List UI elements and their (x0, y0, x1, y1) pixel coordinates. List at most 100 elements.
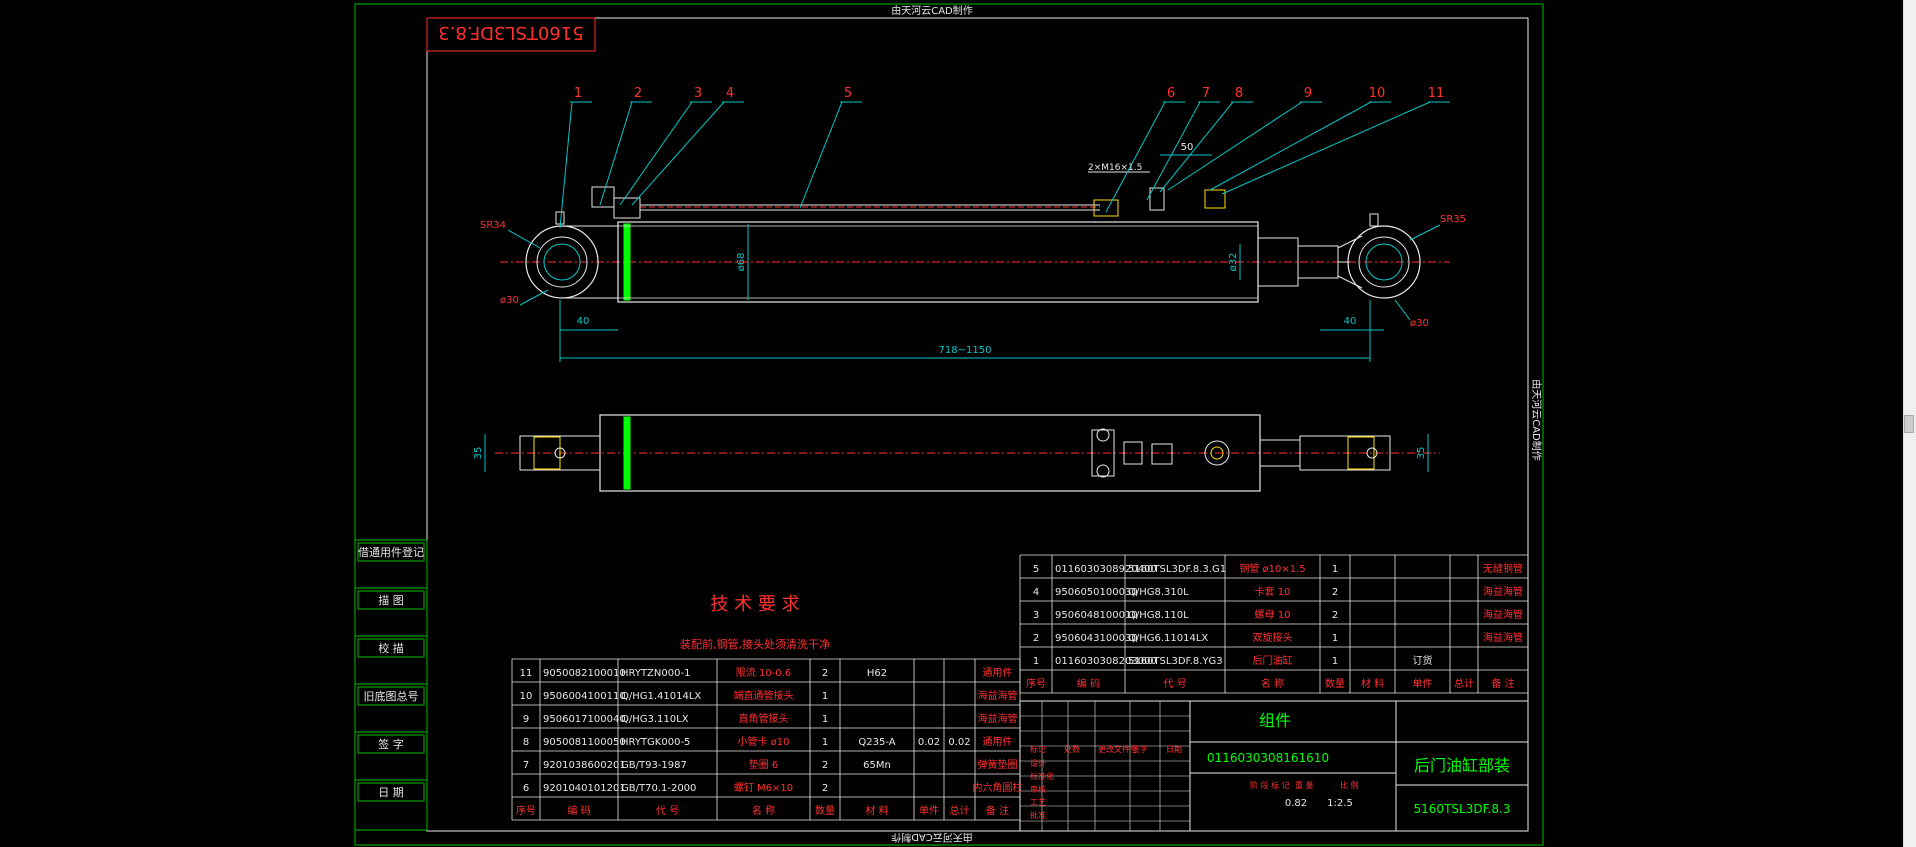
left-tab-box (357, 638, 425, 658)
title-label-11: 重 量 (1295, 780, 1314, 790)
bom-cell: 5 (1033, 564, 1039, 575)
dim-rod: ø32 (1228, 253, 1239, 272)
left-tab-box (357, 734, 425, 754)
bom-cell: 9506043100030 (1055, 633, 1138, 644)
title-type: 组件 (1259, 711, 1291, 730)
bom-header: 序号 (1026, 677, 1046, 690)
callout-leader (619, 101, 693, 206)
title-drawing-no: 5160TSL3DF.8.3 (1414, 802, 1511, 816)
callout-leader (1105, 101, 1166, 213)
bom-cell: Q/HG8.110L (1128, 610, 1189, 621)
bom-cell: 螺钉 M6×10 (734, 782, 793, 794)
bom-cell: 10 (520, 691, 533, 702)
callout-8: 8 (1235, 86, 1243, 101)
bom-cell: 0.02 (918, 737, 940, 748)
title-code: 0116030308161610 (1207, 751, 1329, 765)
left-tab-1: 描 图 (378, 593, 404, 607)
bom-cell: 海益海管 (1483, 631, 1523, 644)
bom-cell: 9201038600201 (543, 760, 626, 771)
bom-cell: 海益海管 (978, 689, 1018, 702)
callout-3: 3 (694, 86, 702, 101)
grease-nipple (555, 211, 565, 225)
watermark-bottom: 由天河云CAD制作 (891, 831, 973, 844)
bottom-left-pin (554, 447, 566, 459)
bom-header: 编 码 (1077, 677, 1100, 690)
bom-cell: 无缝钢管 (1483, 562, 1523, 575)
outer-frame (354, 3, 1544, 846)
title-label-5: 设计 (1030, 758, 1046, 768)
bom-cell: 1 (822, 691, 828, 702)
title-label-3: 签字 (1132, 744, 1148, 754)
bom-header: 单件 (919, 805, 939, 817)
left-tab-box (357, 542, 425, 562)
drawing-geometry (354, 3, 1544, 846)
bom-cell: 小管卡 ø10 (737, 735, 789, 748)
drawing-code-box (426, 17, 596, 52)
bottom-right-pin (1366, 447, 1378, 459)
callout-9: 9 (1304, 86, 1312, 101)
title-label-0: 标记 (1030, 744, 1046, 754)
bom-cell: 9201040101201 (543, 783, 626, 794)
dim-40-left: 40 (577, 316, 590, 327)
bottom-fitting (1151, 443, 1173, 465)
line (1337, 235, 1363, 249)
dim-sr34: SR34 (480, 220, 506, 231)
bom-cell: 2 (1332, 587, 1338, 598)
inner-frame (426, 17, 1529, 832)
bom-cell: 1 (822, 737, 828, 748)
bom-header: 单件 (1413, 678, 1433, 690)
dim-sr35: SR35 (1440, 214, 1466, 225)
right-eye-inner (1358, 236, 1410, 288)
bom-cell: 卡套 10 (1255, 585, 1291, 598)
bom-cell: 海益海管 (978, 712, 1018, 725)
tech-title: 技 术 要 求 (710, 594, 799, 615)
fitting-left-nut (613, 197, 641, 219)
bom-cell: 9050082100010 (543, 668, 626, 679)
callout-leader (631, 101, 725, 206)
callout-leader (599, 101, 633, 206)
title-label-10: 阶 段 标 记 (1250, 780, 1290, 790)
bom-cell: Q/HG1.41014LX (621, 691, 701, 702)
title-block (1019, 700, 1529, 832)
callout-6: 6 (1167, 86, 1175, 101)
bom-cell: 2 (822, 783, 828, 794)
callout-7: 7 (1202, 86, 1210, 101)
bom-cell: 0116030308203000 (1055, 656, 1157, 667)
bom-cell: 5160TSL3DF.8.YG3 (1128, 656, 1223, 667)
bom-cell: H62 (867, 668, 887, 679)
bom-header: 编 码 (567, 804, 590, 817)
bom-cell: 0.02 (948, 737, 970, 748)
title-weight: 0.82 (1285, 798, 1307, 809)
callout-leader (1146, 101, 1201, 201)
left-tab-box (357, 590, 425, 610)
bom-cell: 1 (1332, 564, 1338, 575)
title-scale: 1:2.5 (1327, 798, 1353, 809)
bom-cell: 1 (1332, 656, 1338, 667)
bom-header: 备 注 (986, 804, 1009, 817)
bom-cell: 订货 (1413, 654, 1433, 667)
dim-bore: ø68 (736, 253, 747, 272)
fitting-left (591, 186, 615, 208)
bom-cell: 9506050100030 (1055, 587, 1138, 598)
callout-5: 5 (844, 86, 852, 101)
vertical-scrollbar[interactable] (1903, 0, 1916, 847)
bom-cell: HRYTZN000-1 (621, 668, 690, 679)
bom-cell: HRYTGK000-5 (621, 737, 690, 748)
left-tab-2: 校 描 (378, 641, 404, 655)
bom-cell: 内六角圆柱 (973, 781, 1023, 794)
bom-cell: 7 (523, 760, 529, 771)
line (519, 289, 549, 306)
bom-cell: 65Mn (863, 760, 891, 771)
bom-header: 代 号 (1163, 678, 1186, 690)
bom-cell: 1 (1332, 633, 1338, 644)
callout-leader (559, 101, 573, 229)
right-eye-bore (1365, 243, 1403, 281)
right-eye-outer (1347, 225, 1421, 299)
scroll-thumb[interactable] (1904, 415, 1914, 433)
dim-35-left: 35 (473, 447, 484, 460)
dim-40-right: 40 (1344, 316, 1357, 327)
bottom-pipe-clamp (1091, 429, 1115, 477)
callout-4: 4 (726, 86, 734, 101)
left-tab-box (357, 782, 425, 802)
